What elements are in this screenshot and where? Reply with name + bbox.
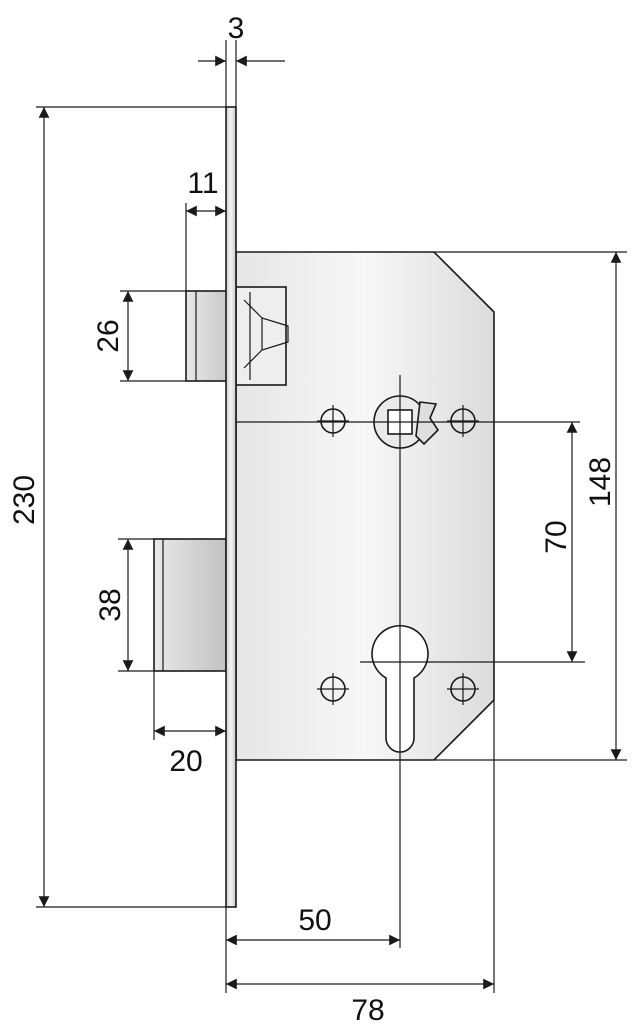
fixing-holes (317, 405, 479, 705)
dead-bolt (153, 538, 227, 672)
dim-backset: 50 (298, 904, 331, 937)
latch-bolt (185, 286, 289, 386)
dim-bolt-projection: 20 (169, 745, 202, 778)
dim-case-depth: 78 (351, 994, 384, 1027)
faceplate (225, 106, 237, 908)
dim-centre-distance: 70 (540, 520, 573, 553)
dimension-labels: 3 11 26 230 38 20 50 78 70 148 (8, 12, 617, 1027)
dimension-lines (38, 55, 622, 990)
dim-bolt-height: 38 (94, 588, 127, 621)
dim-total-height: 230 (8, 475, 41, 525)
extension-lines (36, 40, 627, 993)
dim-latch-projection: 11 (187, 167, 218, 200)
fixing-hole-top-left (317, 405, 349, 437)
dim-latch-height: 26 (92, 319, 125, 352)
dim-faceplate-thickness: 3 (228, 12, 245, 45)
fixing-hole-bottom-right (447, 673, 479, 705)
fixing-hole-top-right (447, 405, 479, 437)
dim-case-height: 148 (584, 457, 617, 507)
fixing-hole-bottom-left (317, 673, 349, 705)
